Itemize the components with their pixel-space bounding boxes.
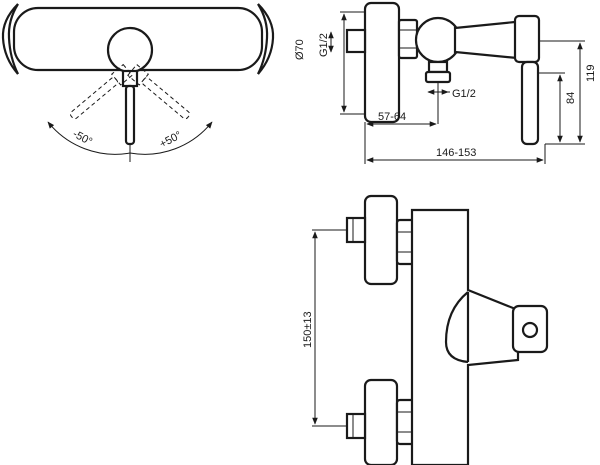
lever-handle — [124, 84, 136, 146]
right-rosette — [257, 3, 275, 75]
angle-right-label: +50° — [158, 129, 184, 150]
dim-thread-bottom: G1/2 — [452, 88, 476, 100]
front-nipple-bottom — [345, 412, 367, 440]
dim-diameter-70: Ø70 — [294, 39, 306, 60]
front-mixer-body — [410, 208, 520, 465]
front-rosette-top — [363, 194, 399, 286]
side-view: Ø70 G1/2 G1/2 119 84 57-64 146-153 — [294, 1, 597, 164]
rotation-arc-right — [129, 121, 213, 155]
handle-hub — [106, 26, 154, 74]
hex-nut-side — [397, 18, 419, 60]
dim-height-119: 119 — [585, 64, 597, 82]
lever-position-left — [69, 63, 133, 120]
side-rosette — [363, 1, 401, 124]
front-view: 150±13 — [302, 194, 549, 465]
left-rosette — [1, 3, 19, 75]
mixer-body-side — [414, 16, 462, 64]
dim-centre-distance: 150±13 — [302, 311, 314, 348]
lever-position-right — [127, 63, 191, 120]
dim-thread-top: G1/2 — [318, 33, 330, 57]
inlet-nipple — [345, 28, 367, 54]
dim-depth-146-153: 146-153 — [436, 147, 476, 159]
front-nipple-top — [345, 216, 367, 244]
dim-depth-57-64: 57-64 — [378, 111, 406, 123]
front-rosette-bottom — [363, 378, 399, 465]
top-view: -50° +50° — [1, 3, 275, 162]
angle-left-label: -50° — [71, 128, 95, 148]
lever-side — [520, 60, 540, 146]
front-handle-screw — [521, 321, 539, 339]
rotation-arc-left — [47, 121, 131, 155]
outlet-stub — [427, 60, 449, 74]
dim-height-84: 84 — [565, 92, 577, 104]
